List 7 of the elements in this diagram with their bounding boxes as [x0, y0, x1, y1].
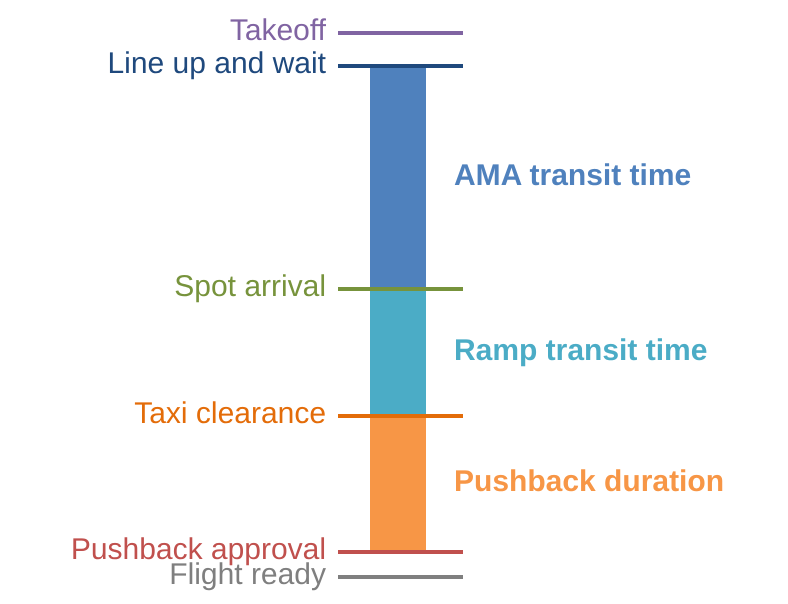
duration-label: Pushback duration	[454, 465, 724, 499]
event-label: Line up and wait	[108, 47, 326, 81]
event-label: Taxi clearance	[134, 397, 326, 431]
duration-label: Ramp transit time	[454, 334, 708, 368]
event-label: Takeoff	[230, 14, 326, 48]
event-label: Spot arrival	[174, 270, 326, 304]
duration-label: AMA transit time	[454, 158, 692, 192]
